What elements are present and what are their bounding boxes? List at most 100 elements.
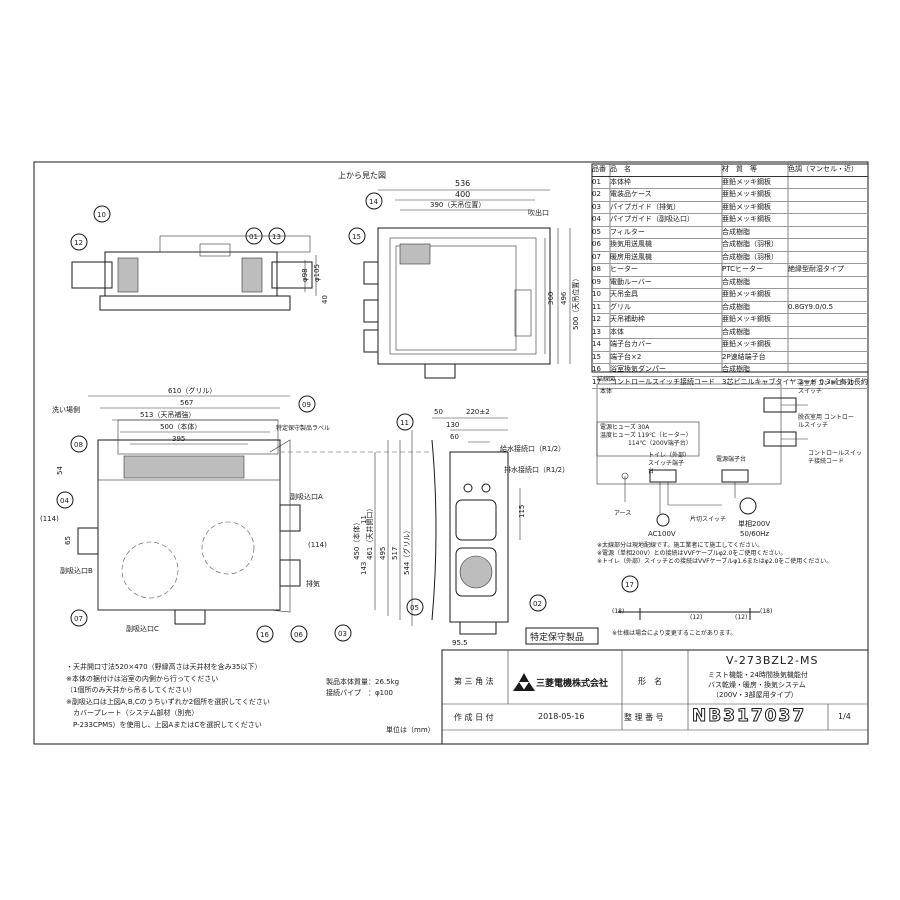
dim-40: 40 (321, 295, 329, 304)
table-row: 02 電装品ケース 亜鉛メッキ鋼板 (592, 189, 868, 202)
label-branch-b: 副吸込口B (60, 566, 93, 575)
part-material: 亜鉛メッキ鋼板 (722, 290, 771, 298)
callout-07: 07 (74, 615, 83, 623)
parts-table (591, 163, 869, 373)
label-special-label: 特定保守製品ラベル (276, 424, 330, 432)
wiring-note2: ※電源（単相200V）との接続はVVFケーブルφ2.0をご使用ください。 (597, 550, 787, 557)
part-no: 06 (592, 240, 601, 248)
dim-18a: (18) (612, 608, 625, 615)
part-color: 0.8GY9.0/0.5 (788, 302, 834, 311)
part-no: 02 (592, 190, 601, 198)
header-color: 色調（マンセル・近） (788, 165, 858, 173)
part-color (788, 364, 868, 376)
part-material: 亜鉛メッキ鋼板 (722, 340, 771, 348)
callout-11: 11 (400, 419, 409, 427)
part-material: PTCヒーター (722, 265, 763, 273)
part-no: 01 (592, 177, 601, 186)
part-no: 11 (592, 302, 601, 311)
dim-400: 400 (455, 190, 470, 199)
part-no: 15 (592, 352, 601, 361)
title-block-frame (441, 649, 869, 745)
management-number: NB317037 (691, 706, 807, 727)
wiring-note3: ※トイレ（外部）スイッチとの接続はVVFケーブルφ1.6またはφ2.0をご使用く… (597, 558, 833, 565)
wiring-body: 本体 (600, 388, 613, 395)
callout-layer: 01 02 03 04 05 06 07 08 09 10 11 12 13 1… (56, 192, 639, 643)
dim-513: 513（天吊補強） (140, 410, 195, 419)
mgmt-label: 整 理 番 号 (624, 713, 664, 722)
part-material: 合成樹脂（羽根） (722, 252, 778, 261)
part-no: 12 (592, 315, 601, 323)
part-name: 天吊補助枠 (610, 315, 645, 323)
part-no: 04 (592, 215, 601, 223)
callout-17: 17 (625, 581, 634, 589)
wiring-note1: ※太線部分は現地配線です。施工業者にて施工してください。 (597, 542, 764, 549)
part-no: 08 (592, 265, 601, 273)
bottom-view-drawing (77, 395, 430, 626)
side-view-drawing (71, 235, 317, 311)
callout-13: 13 (272, 233, 281, 241)
part-color (788, 352, 868, 364)
note-3: （1個所のみ天井から吊るしてください） (66, 686, 197, 695)
part-color (788, 214, 868, 226)
projection: 第 三 角 法 (454, 677, 494, 686)
part-material: 合成樹脂 (722, 302, 750, 311)
part-name: グリル (610, 302, 631, 311)
part-name: ヒーター (610, 265, 638, 273)
created-date: 2018-05-16 (538, 712, 585, 721)
part-color: 絶縁型耐湿タイプ (788, 265, 844, 273)
dim-114a: (114) (40, 515, 59, 523)
label-exhaust: 排気 (306, 579, 320, 588)
part-material: 亜鉛メッキ鋼板 (722, 215, 771, 223)
wiring-single-phase: 単相200V (738, 520, 771, 528)
part-material: 亜鉛メッキ鋼板 (722, 315, 771, 323)
callout-02: 02 (533, 600, 542, 608)
note-2: ※本体の据付けは浴室の内側から行ってください (66, 674, 219, 683)
desc-3: （200V・3部屋用タイプ） (712, 691, 798, 699)
special-stamp: 特定保守製品 (530, 631, 584, 643)
part-material: 亜鉛メッキ鋼板 (722, 190, 771, 198)
dim-567: 567 (180, 399, 193, 407)
wiring-title: 結線図 (597, 376, 616, 383)
part-color (788, 277, 868, 289)
part-name: 電動ルーバー (610, 277, 652, 286)
part-name: 電装品ケース (610, 190, 652, 198)
part-no: 07 (592, 252, 601, 261)
unit-label: 単位は（mm） (386, 726, 435, 734)
part-name: コントロールスイッチ接続コード (610, 377, 715, 386)
dim-18b: (18) (760, 608, 773, 615)
dim-143: 143 (360, 562, 368, 575)
dim-461: 461（天井開口） (365, 505, 374, 560)
callout-06: 06 (294, 631, 303, 639)
date-label: 作 成 日 付 (454, 713, 494, 722)
model-number: V-273BZL2-MS (726, 654, 819, 667)
part-name: 浴室換気ダンパー (610, 365, 666, 373)
part-color (788, 202, 868, 214)
table-row: 11 グリル 合成樹脂 0.8GY9.0/0.5 (592, 302, 868, 314)
notes-block: ・天井開口寸法520×470（野縁高さは天井材を含み35以下） ※本体の据付けは… (66, 662, 270, 732)
part-no: 10 (592, 290, 601, 298)
dim-500b: 500（本体） (160, 422, 201, 431)
part-color (788, 327, 868, 339)
note-1: ・天井開口寸法520×470（野縁高さは天井材を含み35以下） (66, 663, 262, 671)
wiring-switch-cord: コントロールスイッチ接続コード (808, 450, 863, 465)
part-no: 13 (592, 327, 601, 336)
note-5: カバープレート（システム部材（別売） (66, 709, 199, 718)
header-no: 品番 (592, 165, 606, 173)
spec-block: 製品本体質量：26.5kg 接続パイプ ：φ100 (326, 677, 399, 699)
part-material: 合成樹脂 (722, 365, 750, 373)
part-color (788, 339, 868, 351)
dim-390: 390（天吊位置） (430, 200, 485, 209)
dim-11: 11 (360, 515, 368, 524)
part-color (788, 239, 868, 251)
pipe-label: 接続パイプ ：φ100 (326, 689, 393, 697)
callout-08: 08 (74, 441, 83, 449)
wiring-fuse2: 温度ヒューズ 119℃（ヒーター） (600, 432, 692, 439)
